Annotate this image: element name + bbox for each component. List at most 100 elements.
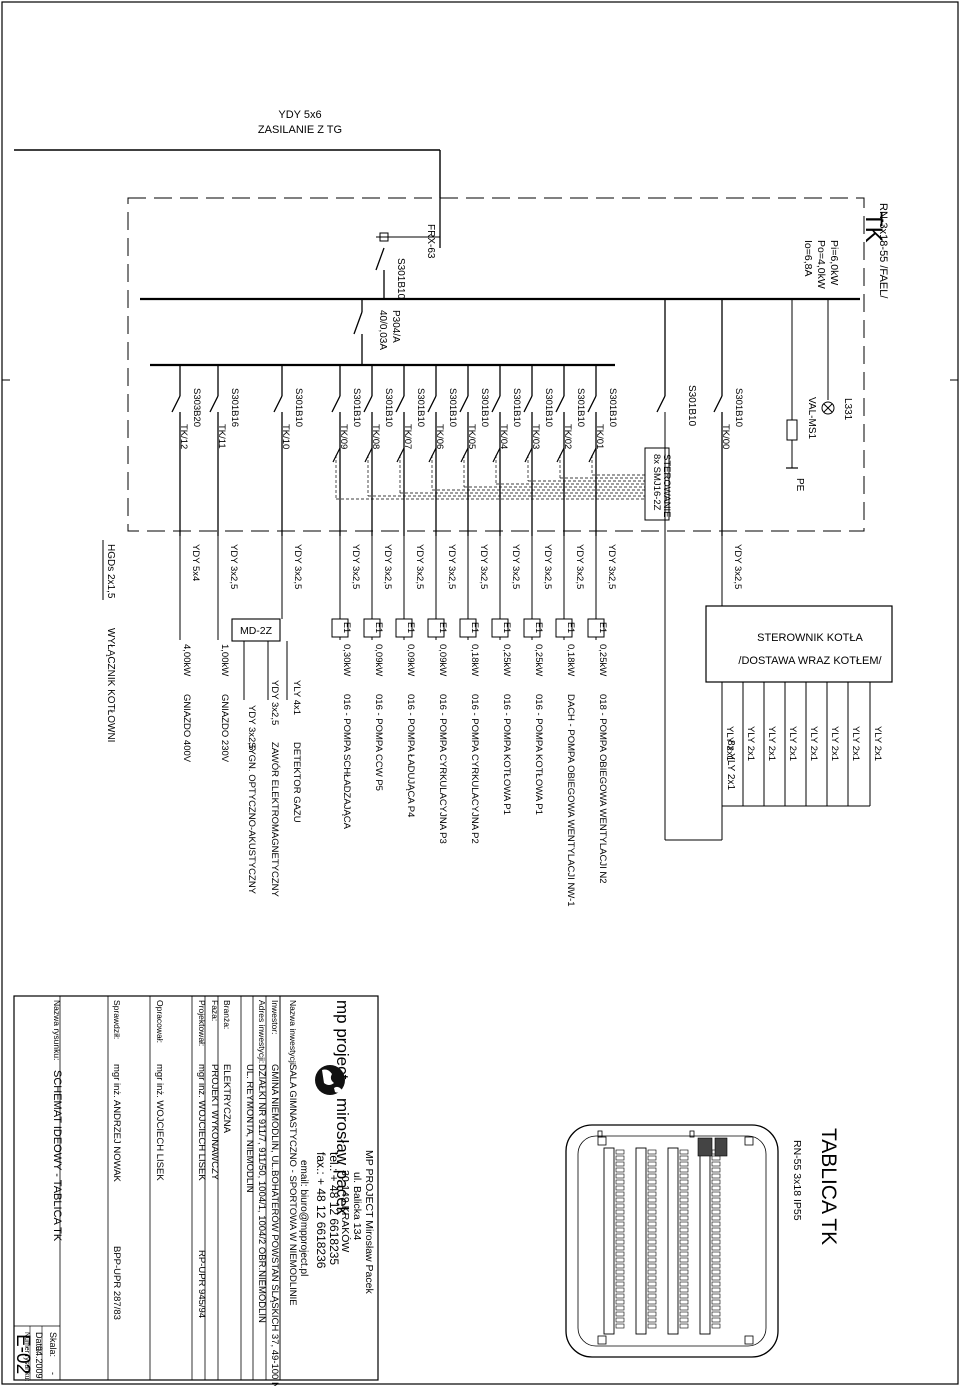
circuit-cable: YDY 3x2,5 [732,544,743,589]
rcd-contact [353,311,363,335]
e1-box [523,618,541,638]
tb-row-extra: RP-UPR 945/94 [196,1250,207,1318]
circuit-desc: 016 - POMPA KOTŁOWA P1 [533,694,544,815]
breaker-label: S301B10 [293,388,304,427]
md2z-label: MD-2Z [240,625,273,637]
circuit-3 [523,365,541,640]
breaker-contact [395,395,405,413]
circuit-id: TK/02 [562,424,573,449]
control-link-lines [335,455,645,500]
circuit-id: TK/06 [434,424,445,449]
circuit-0 [713,299,723,606]
drawing-number-label: Numer rysunku: [23,1332,30,1381]
varistor-symbol [786,419,798,441]
breaker-contact [363,395,373,413]
circuit-8 [363,365,381,640]
breaker-label: S301B10 [479,388,490,427]
pe-label: PE [794,478,805,492]
circuit-id: TK/12 [178,424,189,449]
date-value: 04.2009 [34,1346,44,1379]
e1-box [459,618,477,638]
tb-row-value: UL. REYMONTA, NIEMODLIN [244,1064,255,1193]
rcd-label: 40/0,03A [377,310,388,350]
supply-cable: YDY 5x6 [278,109,321,121]
breaker-label: S303B20 [191,388,202,427]
circuit-1 [587,365,605,640]
contactor-contact [364,447,373,463]
tb-row-label: Projektował: [197,1000,207,1046]
breaker-contact [713,395,723,413]
boiler-controller-box [705,605,893,683]
circuit-desc: 016 - POMPA CCW P5 [373,694,384,791]
circuit-desc: 016 - POMPA SCHŁADZAJĄCA [341,694,352,830]
circuit-cable: YDY 3x2,5 [510,544,521,589]
tb-row-value: mgr inż. ANDRZEJ NOWAK [111,1064,122,1183]
circuit-id: TK/05 [466,424,477,449]
controller-cable: YLY 2x1 [850,726,861,761]
breaker-label: S301B10 [607,388,618,427]
circuit-4 [491,365,509,640]
contactor-contact [556,447,565,463]
circuit-desc: 016 - POMPA ŁADUJĄCA P4 [405,694,416,817]
contactor-contact [588,447,597,463]
circuit-id: TK/00 [720,424,731,449]
contactor-contact [492,447,501,463]
circuit-power: 0,18kW [565,644,576,676]
main-breaker-label: S301B10 [395,258,406,300]
e1-box [491,618,509,638]
e1-box [427,618,445,638]
e1-label: E1 [534,622,544,633]
e1-label: E1 [502,622,512,633]
circuit-desc: 016 - POMPA CYRKULACYJNA P3 [437,694,448,844]
circuit-power: 0,18kW [469,644,480,676]
tb-row-label: Inwestor: [270,1000,280,1035]
breaker-contact [555,395,565,413]
breaker-contact [491,395,501,413]
circuit-desc: 016 - POMPA CYRKULACYJNA P2 [469,694,480,844]
circuit-cable: YDY 3x2,5 [414,544,425,589]
tb-row-extra: BPP-UPR 287/83 [111,1246,122,1320]
circuit-cable: YDY 3x2,5 [478,544,489,589]
e1-label: E1 [598,622,608,633]
circuit-id: TK/03 [530,424,541,449]
circuit-cable: YDY 3x2,5 [292,544,303,589]
enclosure-outline [127,197,865,532]
breaker-label: S301B10 [543,388,554,427]
circuit-power: 0,25kW [597,644,608,676]
circuit-11 [209,365,219,640]
e1-label: E1 [342,622,352,633]
e1-box [587,618,605,638]
circuit-id: TK/08 [370,424,381,449]
breaker-label: S301B10 [447,388,458,427]
tb-row-label: Adres inwestycji: [257,1000,267,1063]
circuit-7 [395,365,413,640]
circuit-power: 0,25kW [501,644,512,676]
e1-label: E1 [438,622,448,633]
circuit-desc: 016 - POMPA KOTŁOWA P1 [501,694,512,815]
lamp-label: L331 [842,398,853,421]
controller-line1: STEROWNIK KOTŁA [757,632,863,644]
tb-row-label: Branża: [222,1000,232,1029]
md2z-module [231,618,281,642]
tb-row-label: Opracował: [155,1000,165,1043]
contactor-contact [460,447,469,463]
tb-row-value: mgr inż. WOJCIECH LISEK [196,1064,207,1181]
circuit-id: TK/01 [594,424,605,449]
panel-param: Pi=6,0kW [828,240,840,285]
contactor-contact [332,447,341,463]
md2z-cable: YDY 3x2,5 [269,680,280,725]
circuit-2 [555,365,573,640]
circuit-power: 0,09kW [373,644,384,676]
company-email: email: biuro@mpproject.pl [298,1160,309,1276]
tb-row-label: Nazwa rysunku: [52,1000,62,1060]
md2z-device: SYGN. OPTYCZNO-AKUSTYCZNY [246,742,257,895]
md2z-device: ZAWÓR ELEKTROMAGNETYCZNY [269,742,280,897]
tb-row-value: ELEKTRYCZNA [221,1064,232,1134]
company-tel: tel.: + 48 12 6618235 [327,1152,341,1265]
drawing-number: E-02 [12,1334,33,1374]
controller-cable: YLY 2x1 [872,726,883,761]
panel-param: Po=4,0kW [815,240,827,289]
breaker-label: S301B10 [575,388,586,427]
circuit-cable: YDY 3x2,5 [446,544,457,589]
